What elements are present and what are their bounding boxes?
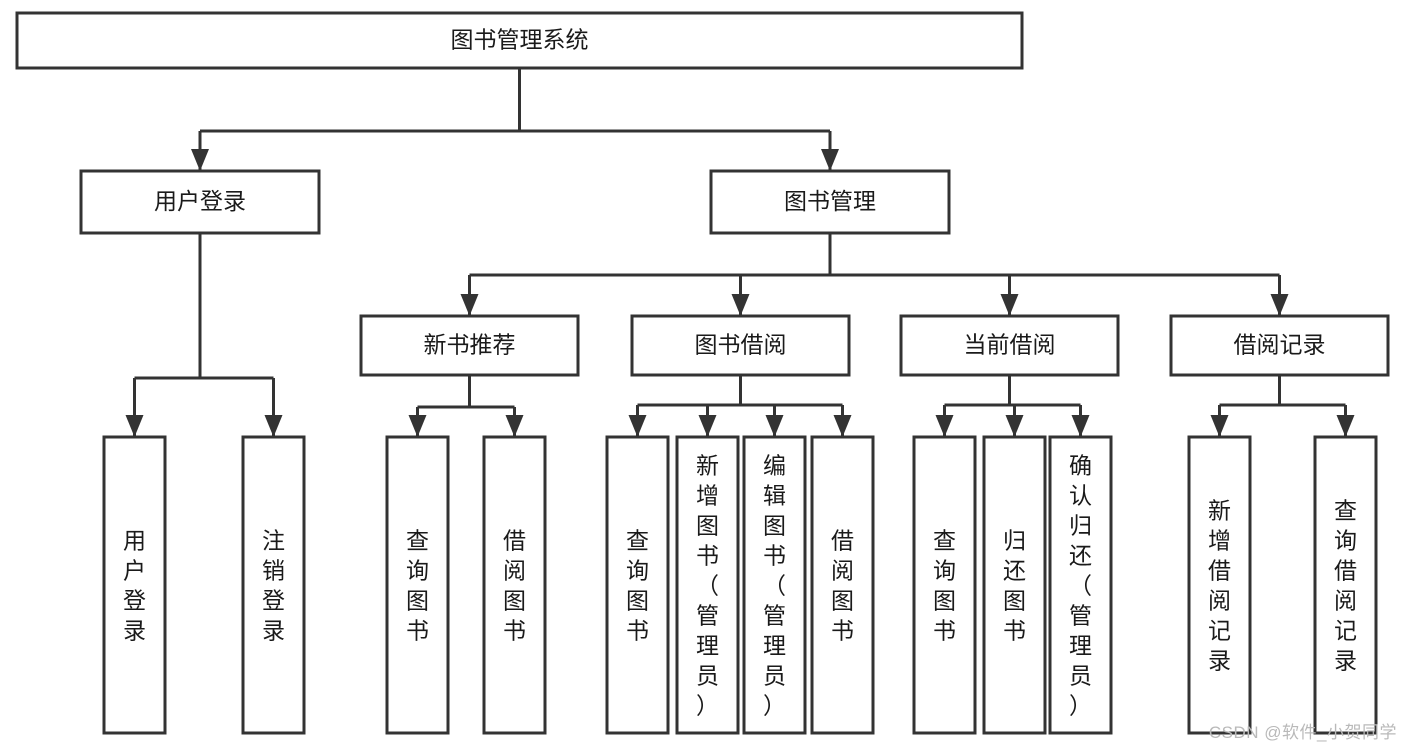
- node-box-leaf-add-borrow-record: [1187, 435, 1252, 735]
- node-label-leaf-query-borrow-record: 查询借阅记录: [1334, 497, 1357, 673]
- node-leaf-query-borrow-record[interactable]: 查询借阅记录: [1313, 435, 1378, 735]
- node-box-leaf-query-books-current: [912, 435, 977, 735]
- node-label-leaf-borrow-books-recommend: 借阅图书: [503, 527, 526, 643]
- node-label-current-borrow: 当前借阅: [964, 332, 1056, 358]
- arrow-head-icon-user-login: [191, 149, 209, 171]
- node-box-leaf-return-books: [982, 435, 1047, 735]
- node-book-borrow[interactable]: 图书借阅: [630, 314, 851, 377]
- node-leaf-borrow-books-recommend[interactable]: 借阅图书: [482, 435, 547, 735]
- node-label-leaf-query-books-borrow: 查询图书: [626, 527, 649, 643]
- node-box-book-manage: [709, 169, 951, 235]
- arrow-head-icon-leaf-query-books-current: [935, 415, 954, 437]
- node-box-user-login: [79, 169, 321, 235]
- arrow-head-icon-leaf-confirm-return-admin: [1071, 415, 1090, 437]
- node-label-borrow-record: 借阅记录: [1234, 332, 1326, 358]
- arrow-head-icon-leaf-borrow-books: [833, 415, 852, 437]
- arrow-head-icon-leaf-add-borrow-record: [1210, 415, 1229, 437]
- node-label-leaf-edit-book-admin: 编辑图书（管理员）: [763, 452, 786, 718]
- node-label-leaf-logout: 注销登录: [262, 527, 285, 643]
- node-label-leaf-borrow-books: 借阅图书: [831, 527, 854, 643]
- arrow-head-icon-leaf-query-books-recommend: [408, 415, 427, 437]
- node-box-new-book-recommend: [359, 314, 580, 377]
- node-label-leaf-confirm-return-admin: 确认归还（管理员）: [1069, 452, 1092, 718]
- csdn-watermark: CSDN @软件_小贺同学: [1208, 723, 1397, 742]
- node-leaf-query-books-recommend[interactable]: 查询图书: [385, 435, 450, 735]
- node-label-new-book-recommend: 新书推荐: [424, 332, 516, 358]
- node-label-leaf-add-book-admin: 新增图书（管理员）: [696, 452, 719, 718]
- node-leaf-query-books-current[interactable]: 查询图书: [912, 435, 977, 735]
- node-leaf-edit-book-admin[interactable]: 编辑图书（管理员）: [742, 435, 807, 735]
- node-box-leaf-query-books-recommend: [385, 435, 450, 735]
- node-box-leaf-borrow-books-recommend: [482, 435, 547, 735]
- node-leaf-add-borrow-record[interactable]: 新增借阅记录: [1187, 435, 1252, 735]
- node-box-leaf-borrow-books: [810, 435, 875, 735]
- node-label-book-manage: 图书管理: [784, 188, 876, 214]
- arrow-head-icon-leaf-logout: [264, 415, 283, 437]
- node-borrow-record[interactable]: 借阅记录: [1169, 314, 1390, 377]
- node-box-leaf-confirm-return-admin: [1048, 435, 1113, 735]
- arrow-head-icon-leaf-user-login: [125, 415, 144, 437]
- node-box-leaf-edit-book-admin: [742, 435, 807, 735]
- node-book-manage[interactable]: 图书管理: [709, 169, 951, 235]
- node-label-leaf-query-books-current: 查询图书: [933, 527, 956, 643]
- node-leaf-borrow-books[interactable]: 借阅图书: [810, 435, 875, 735]
- node-label-root: 图书管理系统: [451, 27, 589, 53]
- diagram-nodes: 图书管理系统用户登录图书管理新书推荐图书借阅当前借阅借阅记录用户登录注销登录查询…: [15, 11, 1390, 735]
- node-leaf-logout[interactable]: 注销登录: [241, 435, 306, 735]
- node-box-current-borrow: [899, 314, 1120, 377]
- node-new-book-recommend[interactable]: 新书推荐: [359, 314, 580, 377]
- node-leaf-user-login[interactable]: 用户登录: [102, 435, 167, 735]
- node-leaf-add-book-admin[interactable]: 新增图书（管理员）: [675, 435, 740, 735]
- connector-lines: [125, 68, 1355, 437]
- arrow-head-icon-new-book-recommend: [460, 294, 479, 316]
- arrow-head-icon-leaf-query-borrow-record: [1336, 415, 1355, 437]
- node-box-book-borrow: [630, 314, 851, 377]
- node-box-leaf-logout: [241, 435, 306, 735]
- node-current-borrow[interactable]: 当前借阅: [899, 314, 1120, 377]
- arrow-head-icon-leaf-edit-book-admin: [765, 415, 784, 437]
- arrow-head-icon-current-borrow: [1000, 294, 1019, 316]
- node-box-leaf-query-borrow-record: [1313, 435, 1378, 735]
- arrow-head-icon-book-manage: [821, 149, 839, 171]
- node-leaf-query-books-borrow[interactable]: 查询图书: [605, 435, 670, 735]
- node-label-leaf-user-login: 用户登录: [123, 527, 146, 643]
- arrow-head-icon-leaf-borrow-books-recommend: [505, 415, 524, 437]
- node-root[interactable]: 图书管理系统: [15, 11, 1024, 70]
- arrow-head-icon-leaf-add-book-admin: [698, 415, 717, 437]
- arrow-head-icon-leaf-return-books: [1005, 415, 1024, 437]
- node-leaf-confirm-return-admin[interactable]: 确认归还（管理员）: [1048, 435, 1113, 735]
- node-label-leaf-query-books-recommend: 查询图书: [406, 527, 429, 643]
- node-label-leaf-return-books: 归还图书: [1003, 527, 1026, 643]
- arrow-head-icon-borrow-record: [1270, 294, 1289, 316]
- node-leaf-return-books[interactable]: 归还图书: [982, 435, 1047, 735]
- node-label-user-login: 用户登录: [154, 188, 246, 214]
- arrow-head-icon-leaf-query-books-borrow: [628, 415, 647, 437]
- node-box-leaf-add-book-admin: [675, 435, 740, 735]
- node-box-root: [15, 11, 1024, 70]
- node-box-leaf-user-login: [102, 435, 167, 735]
- node-box-leaf-query-books-borrow: [605, 435, 670, 735]
- node-label-leaf-add-borrow-record: 新增借阅记录: [1208, 497, 1231, 673]
- node-user-login[interactable]: 用户登录: [79, 169, 321, 235]
- node-box-borrow-record: [1169, 314, 1390, 377]
- node-label-book-borrow: 图书借阅: [695, 332, 787, 358]
- arrow-head-icon-book-borrow: [731, 294, 750, 316]
